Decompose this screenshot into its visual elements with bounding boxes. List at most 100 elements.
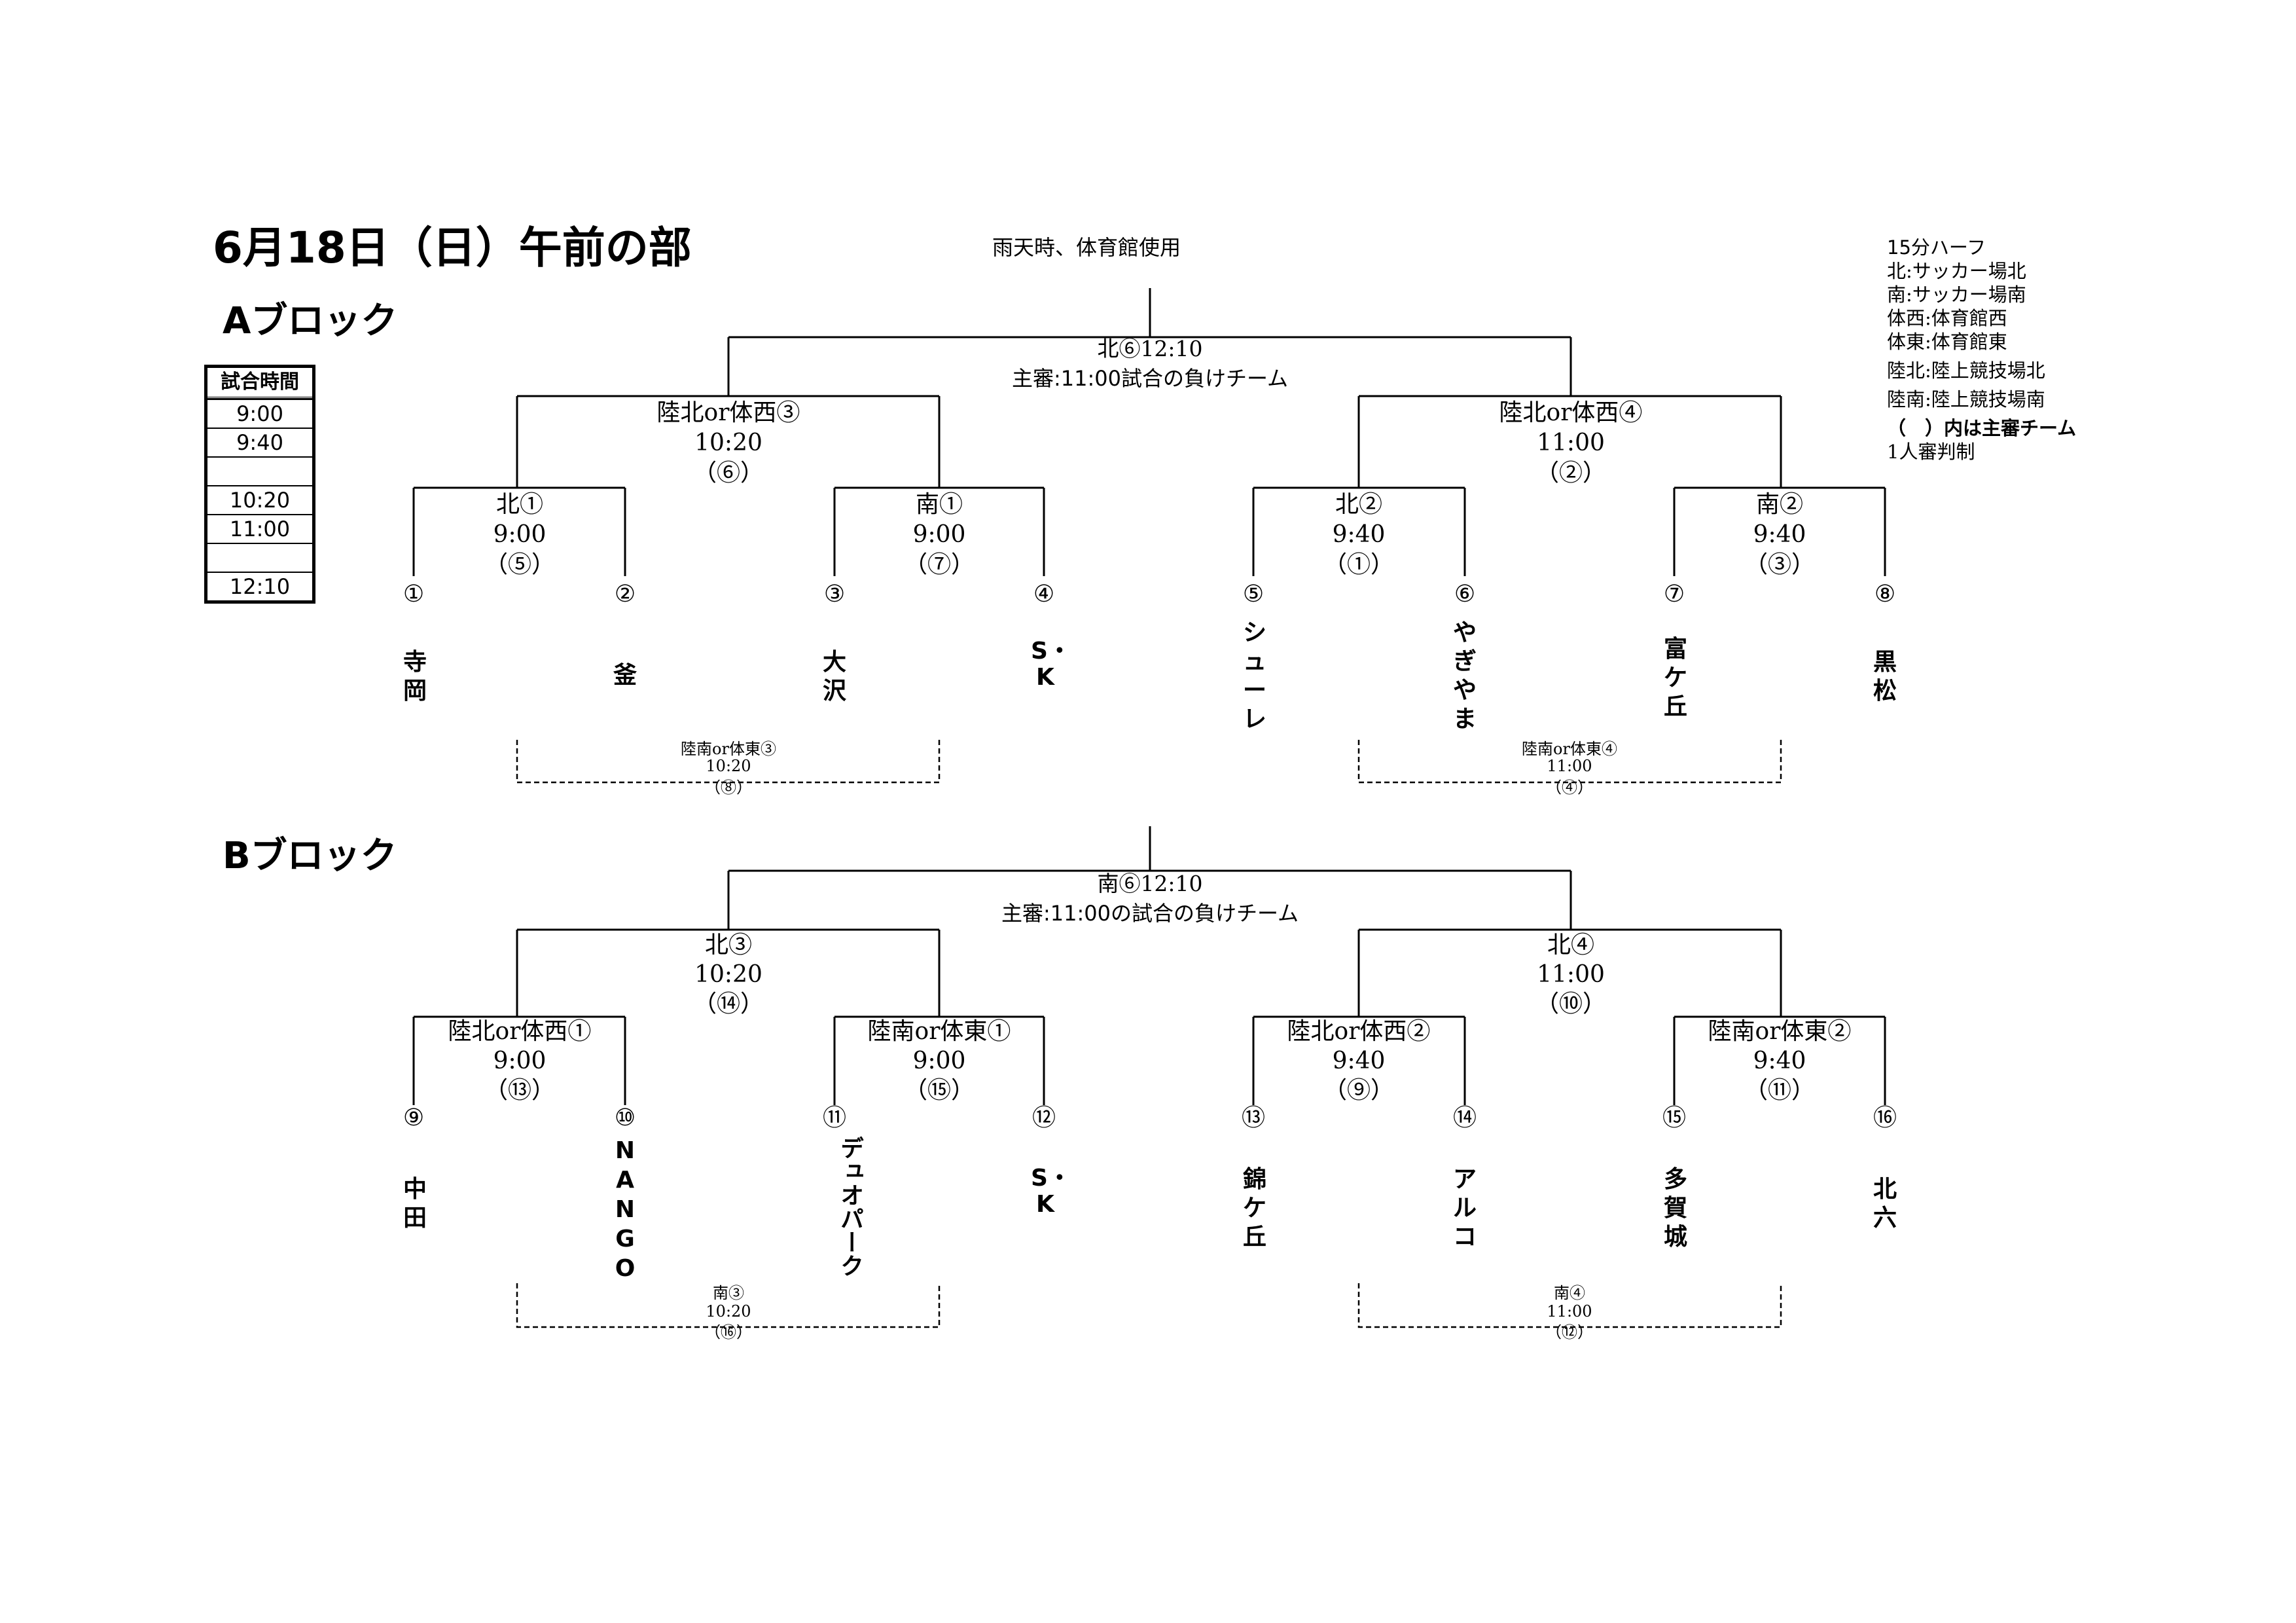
seed-number: ⑦ bbox=[1663, 581, 1685, 608]
schedule-time: 10:20 bbox=[207, 485, 312, 514]
a-match-3-time: 9:40 bbox=[1332, 521, 1386, 548]
seed-number: ⑧ bbox=[1874, 581, 1896, 608]
b-match-4-venue: 陸南or体東② bbox=[1708, 1018, 1852, 1045]
b-semi-1-time: 10:20 bbox=[694, 961, 762, 988]
a-match-4-venue: 南② bbox=[1755, 491, 1803, 518]
a-consolation-1-time: 10:20 bbox=[706, 757, 751, 775]
team-name: 釜 bbox=[613, 662, 637, 689]
b-semi-1-venue: 北③ bbox=[704, 932, 752, 958]
seed-number: ⑬ bbox=[1241, 1104, 1265, 1131]
a-semi-2-ref: （②） bbox=[1535, 460, 1606, 486]
team-name: アルコ bbox=[1452, 1166, 1477, 1250]
team-name: 錦ケ丘 bbox=[1242, 1166, 1266, 1250]
b-match-2-ref: （⑮） bbox=[903, 1077, 975, 1104]
a-match-1-time: 9:00 bbox=[493, 521, 547, 548]
a-consolation-2-venue: 陸南or体東④ bbox=[1522, 740, 1617, 758]
a-semi-2-venue: 陸北or体西④ bbox=[1499, 399, 1643, 426]
b-semi-2-ref: （⑩） bbox=[1535, 991, 1606, 1017]
team-name: 大沢 bbox=[822, 649, 846, 704]
schedule-time bbox=[207, 456, 312, 485]
venue-legend: 南:サッカー場南 bbox=[1887, 283, 2026, 306]
team-name: 富ケ丘 bbox=[1663, 636, 1687, 720]
team-name: 北六 bbox=[1873, 1176, 1897, 1231]
venue-legend: 体東:体育館東 bbox=[1887, 331, 2007, 353]
team-name: 黒松 bbox=[1873, 649, 1897, 704]
seed-number: ⑥ bbox=[1454, 581, 1476, 608]
block-b-title: Bブロック bbox=[223, 835, 397, 877]
venue-legend: 陸北:陸上競技場北 bbox=[1887, 359, 2045, 382]
b-match-2-venue: 陸南or体東① bbox=[867, 1018, 1011, 1045]
seed-number: ⑩ bbox=[614, 1104, 636, 1131]
block-a-title: Aブロック bbox=[223, 300, 398, 342]
referee-note: （ ）内は主審チーム bbox=[1887, 417, 2077, 439]
b-consolation-1-ref: （⑯） bbox=[705, 1323, 752, 1341]
team-name: 多賀城 bbox=[1663, 1166, 1687, 1250]
a-match-2-venue: 南① bbox=[915, 491, 963, 518]
b-semi-1-ref: （⑭） bbox=[692, 991, 764, 1017]
team-name: デュオパーク bbox=[836, 1136, 863, 1277]
a-match-4-ref: （③） bbox=[1744, 551, 1815, 578]
a-consolation-1-ref: （⑧） bbox=[705, 778, 752, 797]
rain-note: 雨天時、体育館使用 bbox=[992, 235, 1181, 260]
seed-number: ⑫ bbox=[1031, 1104, 1056, 1131]
b-consolation-1-time: 10:20 bbox=[706, 1302, 751, 1321]
a-match-3-ref: （①） bbox=[1323, 551, 1394, 578]
team-name: NANGO bbox=[615, 1137, 636, 1282]
b-match-4-time: 9:40 bbox=[1753, 1048, 1806, 1074]
seed-number: ① bbox=[403, 581, 425, 608]
referee-system: 1人審判制 bbox=[1887, 441, 1975, 463]
venue-legend: 陸南:陸上競技場南 bbox=[1887, 388, 2045, 410]
venue-legend: 体西:体育館西 bbox=[1887, 307, 2007, 329]
a-final-label: 北⑥12:10 bbox=[1097, 336, 1203, 361]
team-name: やぎやま bbox=[1452, 619, 1477, 733]
a-final-referee: 主審:11:00試合の負けチーム bbox=[1011, 366, 1289, 391]
seed-number: ⑨ bbox=[403, 1104, 425, 1131]
a-semi-1-ref: （⑥） bbox=[692, 460, 764, 486]
seed-number: ⑤ bbox=[1242, 581, 1265, 608]
seed-number: ⑭ bbox=[1452, 1104, 1477, 1131]
b-match-1-venue: 陸北or体西① bbox=[448, 1018, 592, 1045]
a-semi-1-venue: 陸北or体西③ bbox=[656, 399, 800, 426]
b-semi-2-venue: 北④ bbox=[1547, 932, 1594, 958]
page-title: 6月18日（日）午前の部 bbox=[213, 223, 692, 273]
team-name: S・K bbox=[1031, 638, 1071, 691]
b-consolation-2-venue: 南④ bbox=[1554, 1284, 1585, 1302]
seed-number: ④ bbox=[1033, 581, 1055, 608]
schedule-time bbox=[207, 543, 312, 572]
seed-number: ③ bbox=[823, 581, 846, 608]
b-match-3-ref: （⑨） bbox=[1323, 1077, 1394, 1104]
schedule-time: 12:10 bbox=[207, 572, 312, 600]
match-format: 15分ハーフ bbox=[1887, 236, 1986, 259]
b-consolation-2-time: 11:00 bbox=[1547, 1302, 1592, 1321]
b-consolation-2-ref: （⑫） bbox=[1546, 1323, 1593, 1341]
notes: 15分ハーフ 北:サッカー場北 南:サッカー場南 体西:体育館西 体東:体育館東… bbox=[1887, 236, 2076, 464]
b-final-referee: 主審:11:00の試合の負けチーム bbox=[1001, 901, 1299, 926]
schedule-header: 試合時間 bbox=[207, 368, 312, 399]
b-match-1-time: 9:00 bbox=[493, 1048, 547, 1074]
b-match-3-venue: 陸北or体西② bbox=[1287, 1018, 1431, 1045]
schedule-time: 9:40 bbox=[207, 428, 312, 456]
team-name: S・K bbox=[1031, 1165, 1071, 1218]
b-match-3-time: 9:40 bbox=[1332, 1048, 1386, 1074]
a-match-2-ref: （⑦） bbox=[903, 551, 975, 578]
venue-legend: 北:サッカー場北 bbox=[1887, 260, 2026, 282]
seed-number: ⑯ bbox=[1873, 1104, 1897, 1131]
b-final-label: 南⑥12:10 bbox=[1097, 871, 1203, 896]
team-name: シューレ bbox=[1242, 619, 1266, 733]
schedule-time: 9:00 bbox=[207, 399, 312, 428]
b-semi-2-time: 11:00 bbox=[1537, 961, 1605, 988]
b-consolation-1-venue: 南③ bbox=[713, 1284, 744, 1302]
team-name: 中田 bbox=[403, 1176, 427, 1231]
a-consolation-2-ref: （④） bbox=[1546, 778, 1593, 797]
schedule-time: 11:00 bbox=[207, 514, 312, 543]
team-name: 寺岡 bbox=[403, 649, 427, 704]
a-match-1-venue: 北① bbox=[495, 491, 543, 518]
a-match-2-time: 9:00 bbox=[912, 521, 966, 548]
b-match-4-ref: （⑪） bbox=[1744, 1077, 1815, 1104]
seed-number: ⑪ bbox=[822, 1104, 846, 1131]
a-semi-1-time: 10:20 bbox=[694, 429, 762, 456]
b-match-1-ref: （⑬） bbox=[484, 1077, 555, 1104]
a-semi-2-time: 11:00 bbox=[1537, 429, 1605, 456]
